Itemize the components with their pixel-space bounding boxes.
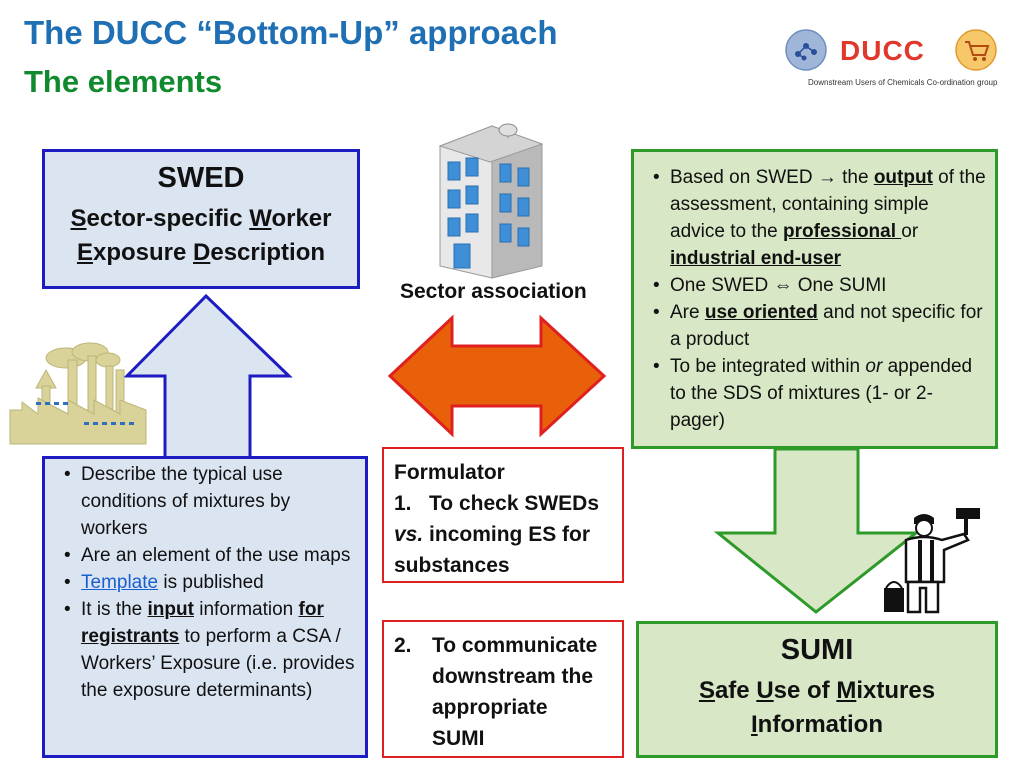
- formulator-communicate-box: 2. To communicate downstream the appropr…: [382, 620, 624, 758]
- sumi-note-4: To be integrated within or appended to t…: [653, 353, 987, 434]
- ducc-logo: DUCC: [785, 29, 997, 71]
- painter-worker-icon: [884, 508, 980, 614]
- green-down-arrow: [713, 447, 921, 614]
- swed-heading: SWED: [157, 162, 245, 194]
- formulator-item-2-number: 2.: [394, 634, 412, 657]
- sector-association-label: Sector association: [400, 280, 587, 303]
- swed-box: SWED Sector-specific Worker Exposure Des…: [42, 149, 360, 289]
- formulator-box: Formulator 1. To check SWEDs vs. incomin…: [382, 447, 624, 583]
- template-link[interactable]: Template: [81, 572, 159, 593]
- sumi-note-1: Based on SWED → the output of the assess…: [653, 164, 987, 272]
- formulator-item-1: 1. To check SWEDs: [394, 492, 600, 515]
- swed-fullname-line1: Sector-specific Worker: [70, 205, 332, 232]
- blue-up-arrow: [123, 293, 293, 460]
- sumi-heading: SUMI: [780, 634, 854, 666]
- swed-note-1: Describe the typical use conditions of m…: [64, 461, 357, 542]
- swed-note-3: Template is published: [64, 569, 357, 596]
- swed-notes-box: Describe the typical use conditions of m…: [42, 456, 368, 758]
- shopping-cart-icon: [955, 29, 997, 71]
- sumi-note-2: One SWED ⇔ One SUMI: [653, 272, 987, 299]
- page-subtitle: The elements: [24, 64, 223, 99]
- sumi-fullname-line2: Information: [751, 711, 883, 738]
- logo-caption: Downstream Users of Chemicals Co-ordinat…: [808, 78, 998, 87]
- swed-fullname-line2: Exposure Description: [76, 239, 326, 266]
- logo-text: DUCC: [840, 35, 925, 66]
- page-title: The DUCC “Bottom-Up” approach: [24, 14, 558, 51]
- swed-note-4: It is the input information for registra…: [64, 596, 357, 704]
- formulator-heading: Formulator: [394, 461, 505, 484]
- sumi-fullname-line1: Safe Use of Mixtures: [698, 677, 936, 704]
- office-building-icon: [438, 123, 544, 279]
- formulator-item-2: To communicate downstream the appropriat…: [432, 634, 598, 750]
- right-arrow-icon: →: [817, 167, 837, 188]
- factory-icon: [9, 342, 147, 445]
- sumi-note-3: Are use oriented and not specific for a …: [653, 299, 987, 353]
- sumi-box: SUMI Safe Use of Mixtures Information: [636, 621, 998, 758]
- double-arrow-icon: ⇔: [773, 275, 793, 296]
- orange-double-arrow: [387, 314, 607, 438]
- molecule-icon: [785, 29, 827, 71]
- sumi-notes-box: Based on SWED → the output of the assess…: [631, 149, 998, 449]
- swed-note-2: Are an element of the use maps: [64, 542, 357, 569]
